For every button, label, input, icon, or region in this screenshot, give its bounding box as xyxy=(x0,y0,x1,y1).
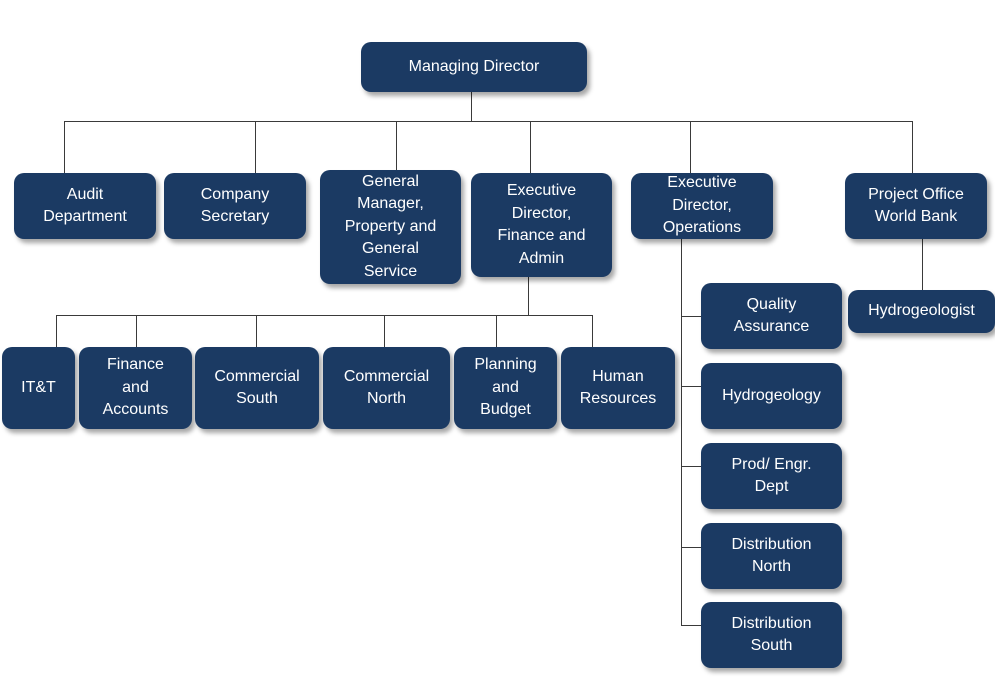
connector-line xyxy=(681,316,701,317)
general-manager-property-box: General Manager, Property and General Se… xyxy=(320,170,461,284)
quality-assurance-box: Quality Assurance xyxy=(701,283,842,349)
planning-and-budget-box: Planning and Budget xyxy=(454,347,557,429)
hydrogeology-box: Hydrogeology xyxy=(701,363,842,429)
audit-department-box: Audit Department xyxy=(14,173,156,239)
connector-line xyxy=(64,121,65,173)
distribution-south-box: Distribution South xyxy=(701,602,842,668)
connector-line xyxy=(530,121,531,173)
connector-line xyxy=(681,386,701,387)
connector-line xyxy=(690,121,691,173)
connector-line xyxy=(384,315,385,347)
connector-line xyxy=(255,121,256,173)
connector-line xyxy=(64,121,913,122)
executive-director-operations-box: Executive Director, Operations xyxy=(631,173,773,239)
finance-and-accounts-box: Finance and Accounts xyxy=(79,347,192,429)
connector-line xyxy=(528,277,529,315)
executive-director-finance-box: Executive Director, Finance and Admin xyxy=(471,173,612,277)
connector-line xyxy=(912,121,913,173)
commercial-north-box: Commercial North xyxy=(323,347,450,429)
connector-line xyxy=(681,547,701,548)
connector-line xyxy=(922,239,923,290)
connector-line xyxy=(471,92,472,122)
prod-engr-dept-box: Prod/ Engr. Dept xyxy=(701,443,842,509)
connector-line xyxy=(56,315,57,347)
commercial-south-box: Commercial South xyxy=(195,347,319,429)
distribution-north-box: Distribution North xyxy=(701,523,842,589)
connector-line xyxy=(681,625,701,626)
connector-line xyxy=(592,315,593,347)
connector-line xyxy=(496,315,497,347)
human-resources-box: Human Resources xyxy=(561,347,675,429)
connector-line xyxy=(256,315,257,347)
connector-line xyxy=(136,315,137,347)
company-secretary-box: Company Secretary xyxy=(164,173,306,239)
hydrogeologist-box: Hydrogeologist xyxy=(848,290,995,333)
connector-line xyxy=(681,239,682,626)
connector-line xyxy=(396,121,397,170)
connector-line xyxy=(681,466,701,467)
managing-director-box: Managing Director xyxy=(361,42,587,92)
project-office-world-bank-box: Project Office World Bank xyxy=(845,173,987,239)
connector-line xyxy=(56,315,593,316)
itt-box: IT&T xyxy=(2,347,75,429)
